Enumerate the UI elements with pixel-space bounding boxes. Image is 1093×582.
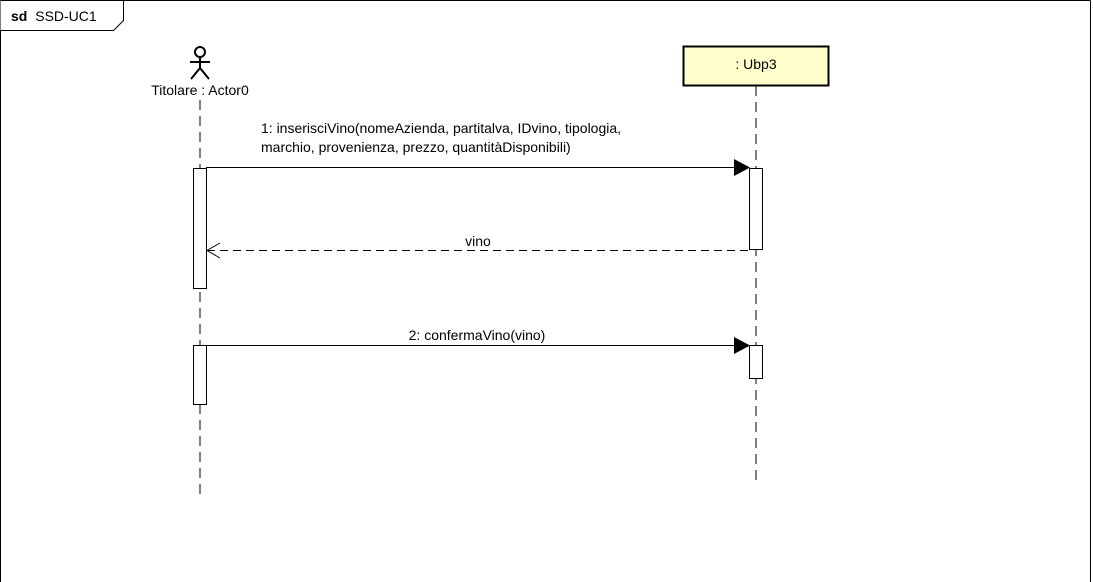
message-1-arrowhead <box>734 159 750 176</box>
frame-title: SSD-UC1 <box>35 8 97 24</box>
svg-text:sd SSD-UC1: sd SSD-UC1 <box>11 8 97 24</box>
system-lifeline-box <box>682 45 830 87</box>
return-message-label: vino <box>465 233 491 249</box>
actor-activation-1 <box>193 168 207 289</box>
message-3-arrowhead <box>734 337 750 354</box>
frame-name-tab <box>0 0 124 31</box>
message-3: 2: confermaVino(vino) <box>206 327 750 354</box>
message-3-label: 2: confermaVino(vino) <box>409 327 546 343</box>
stick-figure-icon <box>190 46 210 80</box>
message-1-label-line1: 1: inserisciVino(nomeAzienda, partitalva… <box>261 120 621 136</box>
return-message-arrowhead <box>205 242 221 259</box>
message-1: 1: inserisciVino(nomeAzienda, partitalva… <box>206 120 750 176</box>
actor-activation-2 <box>193 345 207 405</box>
message-1-label-line2: marchio, provenienza, prezzo, quantitàDi… <box>261 139 571 155</box>
system-label: : Ubp3 <box>735 56 776 72</box>
system-activation-1 <box>749 168 763 250</box>
actor-label: Titolare : Actor0 <box>151 82 249 98</box>
message-2-return: vino <box>205 233 749 259</box>
system-activation-2 <box>749 345 763 379</box>
system-lifeline: : Ubp3 <box>682 45 830 482</box>
actor-lifeline: Titolare : Actor0 <box>151 46 249 495</box>
frame-keyword: sd <box>11 8 27 24</box>
